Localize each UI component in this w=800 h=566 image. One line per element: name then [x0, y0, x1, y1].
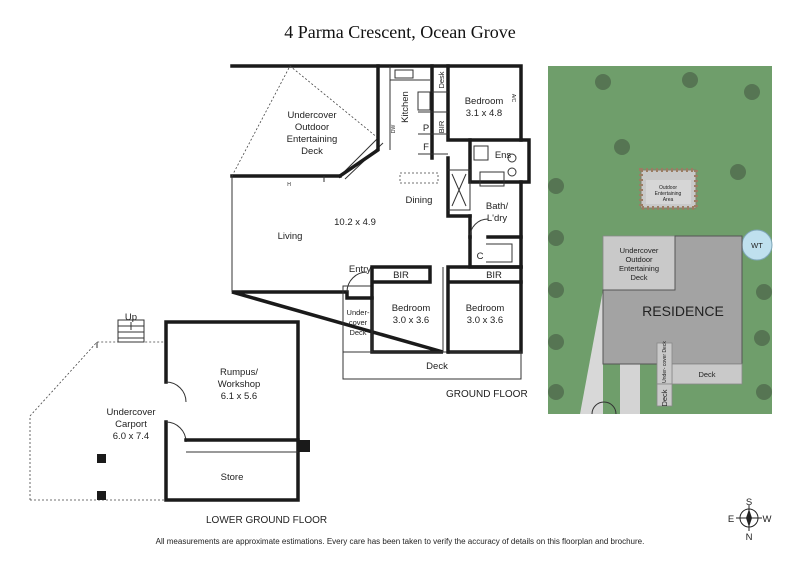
appliance-label: A/C	[510, 94, 516, 103]
room-label: Workshop	[218, 379, 261, 390]
room-label: BIR	[437, 120, 446, 133]
site-label: Outdoor	[625, 255, 653, 264]
site-label: Outdoor	[659, 185, 677, 191]
residence-footprint	[602, 235, 743, 365]
room-label: Bedroom	[392, 303, 431, 314]
room-label: Deck	[301, 146, 323, 157]
deck-outline	[342, 351, 522, 380]
stair-label: Up	[125, 312, 137, 323]
site-label: Deck	[660, 389, 669, 406]
room-label: Living	[278, 231, 303, 242]
site-label: Under- cover Deck	[662, 341, 668, 383]
room-label: BIR	[393, 270, 409, 281]
room-label: Bath/	[486, 201, 509, 212]
site-label: Deck	[630, 273, 647, 282]
compass-east: E	[728, 514, 734, 525]
room-label: Undercover	[287, 110, 336, 121]
room-label: Entertaining	[287, 134, 338, 145]
room-label: Ens	[495, 150, 512, 161]
site-plan	[548, 66, 773, 415]
room-dimension: 6.1 x 5.6	[221, 391, 257, 402]
page-title: 4 Parma Crescent, Ocean Grove	[284, 22, 516, 42]
room-dimension: 3.0 x 3.6	[393, 315, 429, 326]
compass-icon	[736, 505, 762, 531]
room-dimension: 3.1 x 4.8	[466, 108, 502, 119]
site-label: Area	[663, 197, 674, 203]
room-label: Entry	[349, 264, 371, 275]
room-label: Outdoor	[295, 122, 329, 133]
site-label: Entertaining	[619, 264, 659, 273]
room-label: Desk	[437, 71, 446, 88]
room-label: Store	[221, 472, 244, 483]
room-label: cover	[349, 318, 368, 327]
floor-label: GROUND FLOOR	[446, 389, 528, 400]
room-label: Deck	[426, 361, 448, 372]
room-label: Under-	[347, 308, 370, 317]
tree-icons	[548, 72, 772, 400]
room-dimension: 6.0 x 7.4	[113, 431, 149, 442]
compass-south: S	[746, 497, 752, 508]
floor-label: LOWER GROUND FLOOR	[206, 515, 327, 526]
site-label: Entertaining	[655, 191, 682, 197]
undercover-deck-outline	[342, 285, 373, 353]
room-label: C	[477, 251, 484, 262]
site-label: Deck	[698, 370, 715, 379]
site-label: Undercover	[620, 246, 659, 255]
compass-north: N	[746, 532, 753, 543]
room-label: Carport	[115, 419, 147, 430]
water-tank-label: WT	[751, 241, 763, 250]
room-label: BIR	[486, 270, 502, 281]
room-label: Kitchen	[400, 91, 411, 123]
room-dimension: 10.2 x 4.9	[334, 217, 376, 228]
room-label: L'dry	[487, 213, 508, 224]
lower-ground-floor-plan	[29, 319, 310, 502]
disclaimer-text: All measurements are approximate estimat…	[155, 537, 645, 546]
room-label: F	[423, 142, 429, 153]
compass-west: W	[763, 514, 772, 525]
room-label: Rumpus/	[220, 367, 258, 378]
appliance-label: DW	[391, 125, 397, 134]
ground-floor-plan	[230, 64, 531, 380]
room-dimension: 3.0 x 3.6	[467, 315, 503, 326]
room-label: Bedroom	[466, 303, 505, 314]
room-label: Deck	[349, 328, 366, 337]
room-label: Dining	[406, 195, 433, 206]
appliance-label: H	[287, 182, 291, 188]
residence-label: RESIDENCE	[642, 303, 724, 319]
room-label: P	[423, 123, 429, 134]
room-label: Bedroom	[465, 96, 504, 107]
room-label: Undercover	[106, 407, 155, 418]
